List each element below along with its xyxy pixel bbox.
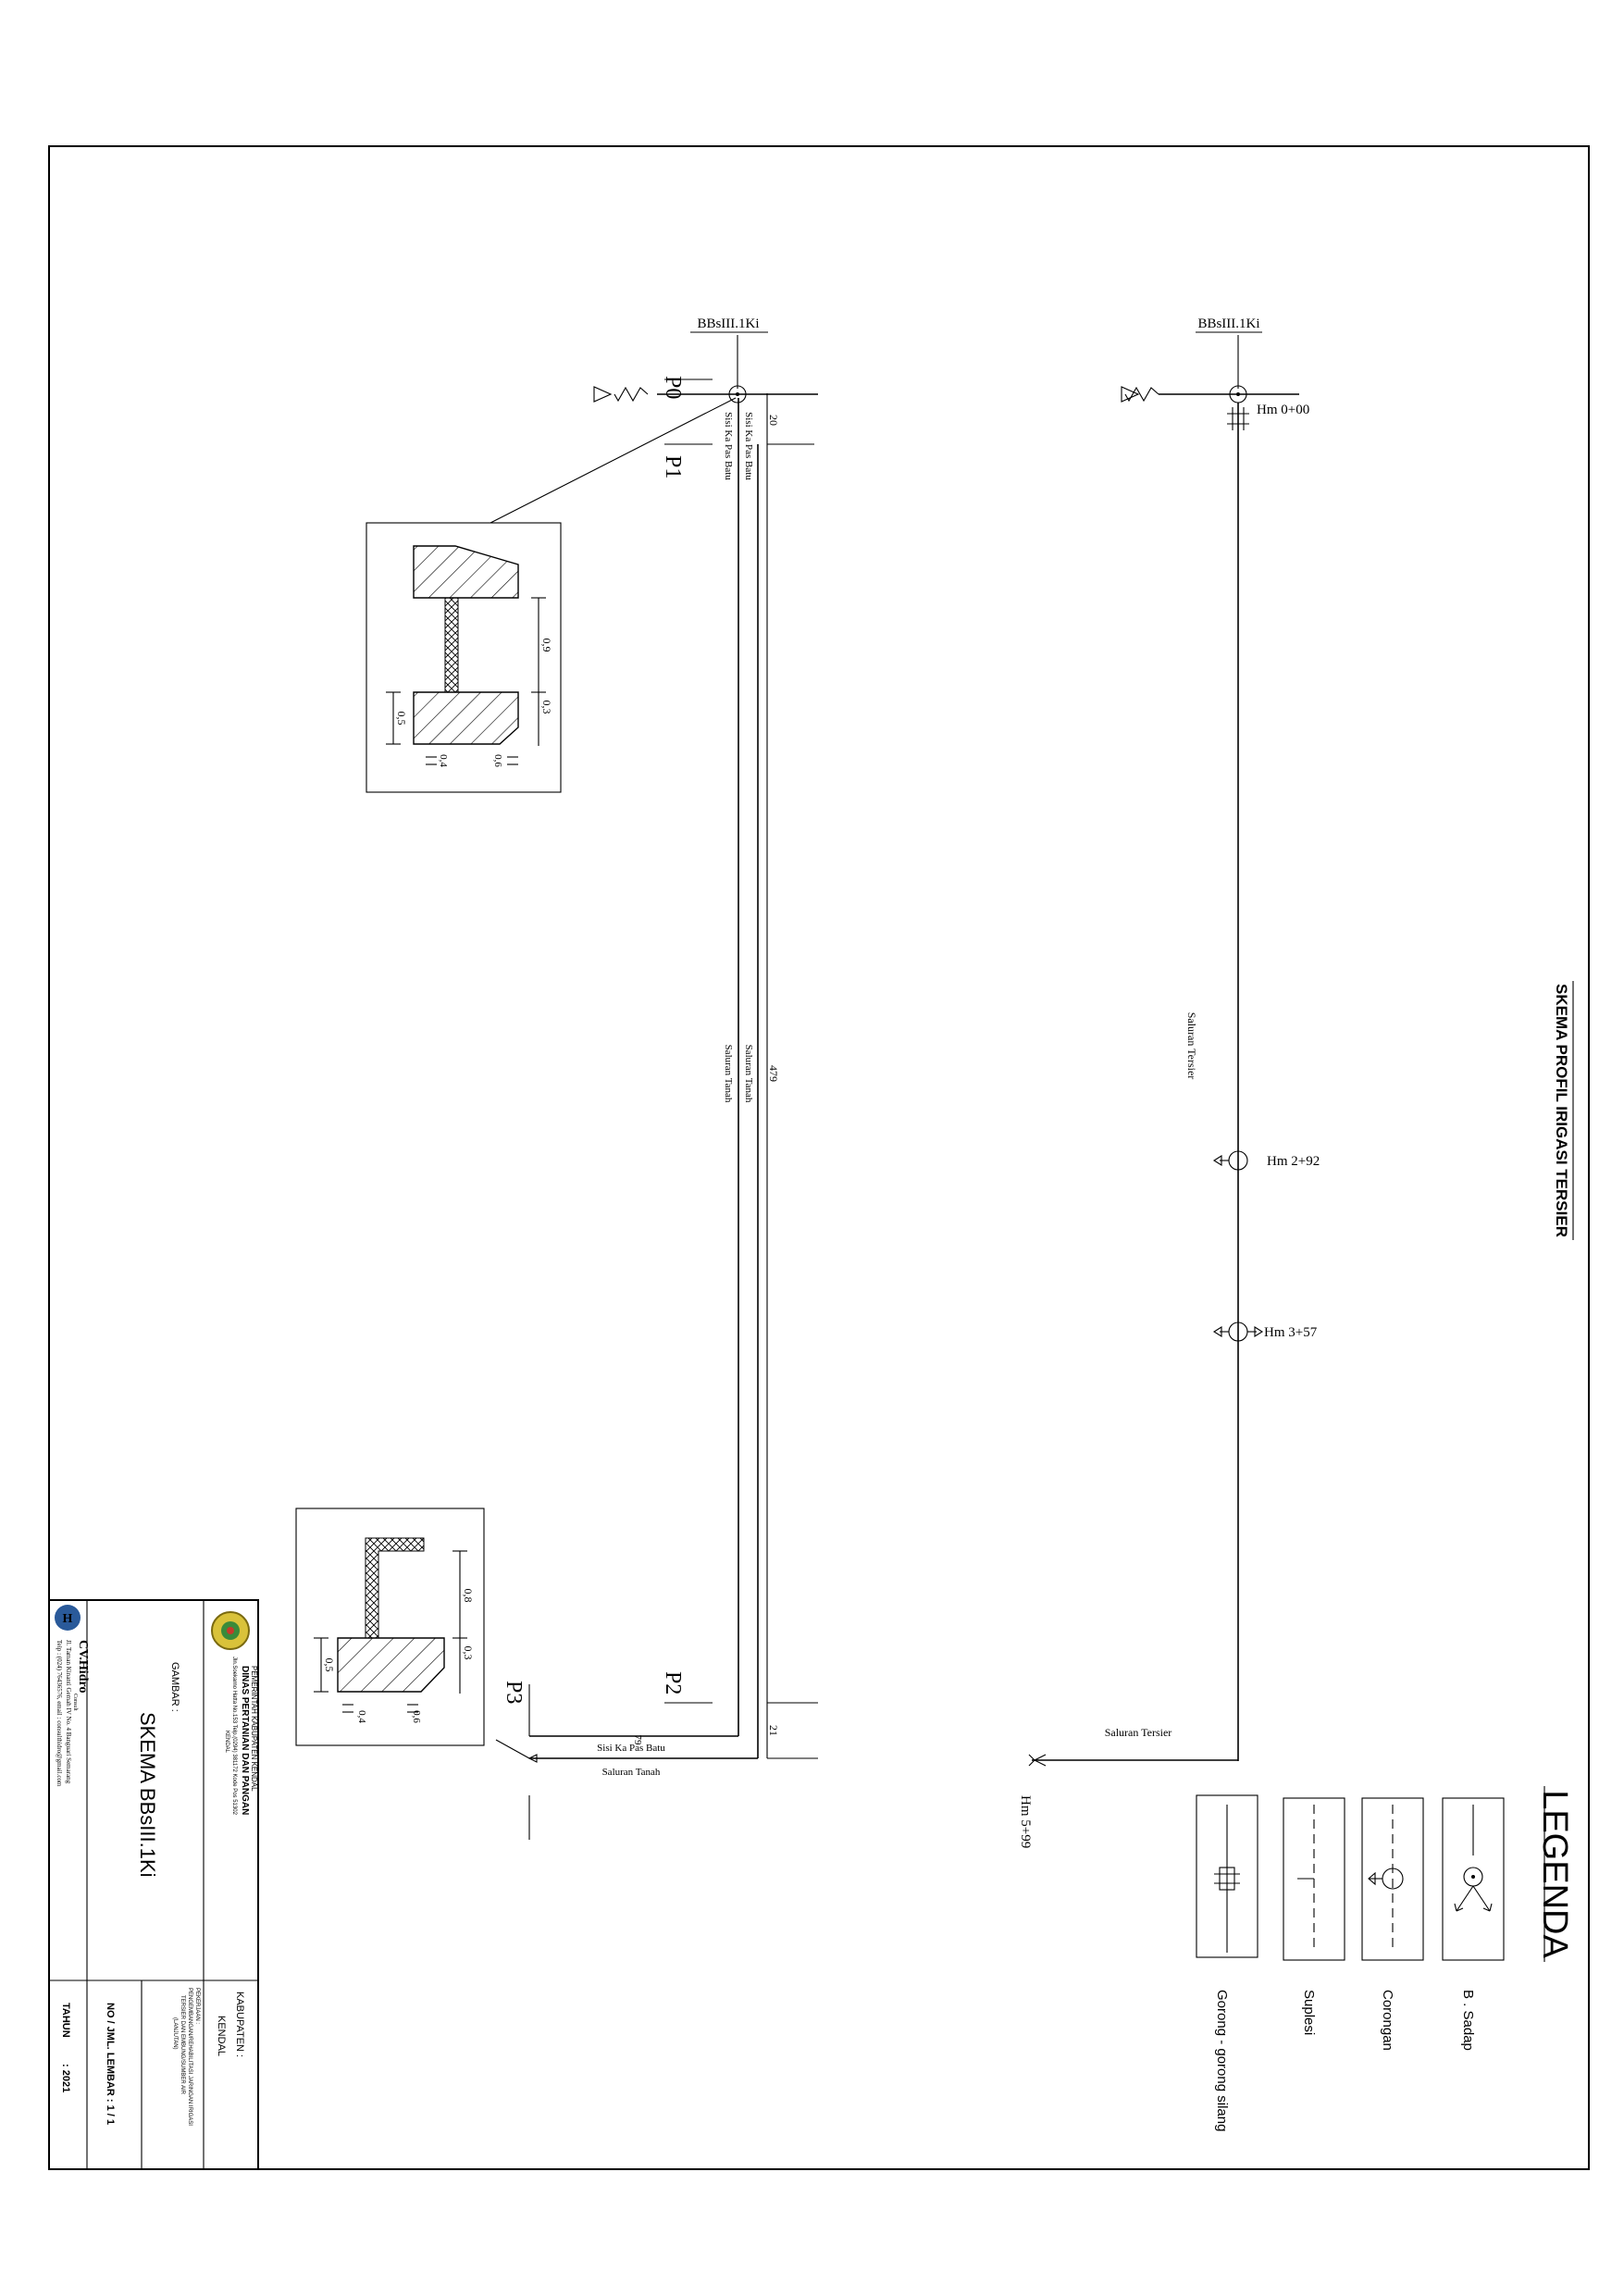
consultant-tag: Consult — [72, 1694, 78, 1711]
schema-diagram: BBsIII.1Ki P0 P1 20 479 21 — [490, 316, 818, 1840]
consultant-contact: Telp : (024) 76436576, email : consulthi… — [56, 1640, 63, 1787]
point-p2: P2 — [661, 1671, 685, 1694]
dim-end: 79 — [632, 1735, 643, 1746]
drawing-title: SKEMA PROFIL IRIGASI TERSIER — [1553, 984, 1570, 1237]
cross-section-bottom: 0,8 0,3 0,5 0,6 0,4 — [295, 1508, 485, 1746]
sec-top-dim-4: 0,6 — [492, 754, 503, 767]
sec-bot-dim-3: 0,5 — [323, 1658, 336, 1672]
hm-3-label: Hm 3+57 — [1264, 1325, 1318, 1340]
label-saluran-tanah-1: Saluran Tanah — [743, 1045, 754, 1103]
kabupaten-value: KENDAL — [216, 2016, 227, 2056]
pekerjaan-label: PEKERJAAN : — [194, 1988, 200, 2024]
legend-label-corongan: Corongan — [1380, 1990, 1395, 2051]
hm-start-label: Hm 0+00 — [1257, 403, 1309, 417]
pekerjaan-line1: PENGEMBANGAN/REHABILITASI JARINGAN IRIGA… — [187, 1988, 192, 2126]
sec-bot-dim-2: 0,3 — [462, 1646, 475, 1660]
year-value: : 2021 — [60, 2064, 71, 2092]
profile-channel-label-bottom: Saluran Tersier — [1105, 1726, 1172, 1739]
legend: LEGENDA B . Sadap Corongan Suplesi — [1196, 1786, 1574, 2131]
agency-line1: PEMERINTAH KABUPATEN KENDAL — [250, 1666, 258, 1792]
profile-diagram: BBsIII.1Ki Hm 0+00 Saluran Tersier Hm 2+… — [1018, 316, 1320, 1848]
sheet-label: NO / JML. LEMBAR : 1 / 1 — [105, 2003, 116, 2125]
sec-bot-dim-1: 0,8 — [462, 1589, 475, 1603]
corongan-symbol — [1361, 1797, 1424, 1961]
agency-line4: KENDAL — [224, 1731, 229, 1754]
hm-2-label: Hm 2+92 — [1267, 1154, 1320, 1169]
consultant-name: CV.Hidro — [76, 1640, 90, 1693]
sec-top-dim-2: 0,3 — [540, 701, 553, 714]
profile-header-label: BBsIII.1Ki — [1197, 316, 1259, 331]
sec-top-dim-1: 0,9 — [540, 639, 553, 652]
dim-bottom: 21 — [767, 1725, 780, 1736]
legend-label-gorong: Gorong - gorong silang — [1214, 1990, 1230, 2131]
suplesi-symbol — [1283, 1797, 1345, 1961]
profile-zigzag — [1124, 386, 1159, 403]
point-p1: P1 — [661, 455, 685, 478]
legend-label-suplesi: Suplesi — [1301, 1990, 1317, 2035]
sec-top-dim-5: 0,4 — [438, 754, 449, 767]
consultant-logo: H — [55, 1605, 81, 1631]
sec-bot-dim-4: 0,6 — [411, 1710, 422, 1723]
consultant-address: Jl. Taman Kinanti Gemah IV No. 4 Banguar… — [65, 1640, 72, 1784]
hm-end-label: Hm 5+99 — [1018, 1795, 1033, 1848]
label-pas-batu-vertical-2: Sisi Ka Pas Batu — [723, 412, 734, 480]
label-pas-batu-vertical: Sisi Ka Pas Batu — [743, 412, 754, 480]
sec-top-dim-3: 0,5 — [395, 712, 408, 726]
drawing-border — [48, 145, 1590, 2170]
point-p0: P0 — [661, 376, 685, 399]
gorong-symbol — [1196, 1794, 1258, 1958]
dim-top: 20 — [767, 415, 780, 426]
drawing-title-group: SKEMA PROFIL IRIGASI TERSIER — [1553, 981, 1574, 1240]
legend-title: LEGENDA — [1535, 1790, 1574, 1958]
pekerjaan-line2: TERSIER DAN EMBUNG/SUMBER AIR — [180, 1995, 185, 2095]
pekerjaan-line3: (LANJUTAN) — [172, 2017, 178, 2050]
agency-line3: Jln.Soekarno Hatta No.153 Telp.(0294) 38… — [231, 1657, 237, 1816]
gambar-value: SKEMA BBsIII.1Ki — [136, 1712, 159, 1878]
cross-section-top: 0,9 0,3 0,5 0,6 0,4 — [366, 522, 562, 793]
title-block: PEMERINTAH KABUPATEN KENDAL DINAS PERTAN… — [48, 1599, 259, 2170]
agency-line2: DINAS PERTANIAN DAN PANGAN — [240, 1666, 250, 1815]
year-label: TAHUN — [60, 2003, 71, 2038]
sec-bot-dim-5: 0,4 — [356, 1710, 367, 1723]
gambar-label: GAMBAR : — [169, 1662, 180, 1712]
label-pas-batu-bottom: Sisi Ka Pas Batu — [597, 1743, 665, 1754]
svg-text:H: H — [63, 1612, 73, 1626]
agency-logo — [211, 1611, 250, 1650]
kabupaten-label: KABUPATEN : — [234, 1992, 245, 2057]
label-saluran-tanah-bottom: Saluran Tanah — [602, 1767, 661, 1778]
sadap-symbol — [1442, 1797, 1505, 1961]
label-saluran-tanah-2: Saluran Tanah — [723, 1045, 734, 1103]
legend-label-sadap: B . Sadap — [1460, 1990, 1476, 2051]
schema-header-label: BBsIII.1Ki — [697, 316, 759, 331]
point-p3: P3 — [502, 1681, 526, 1704]
dim-middle: 479 — [767, 1065, 780, 1082]
profile-channel-label-top: Saluran Tersier — [1185, 1012, 1198, 1080]
